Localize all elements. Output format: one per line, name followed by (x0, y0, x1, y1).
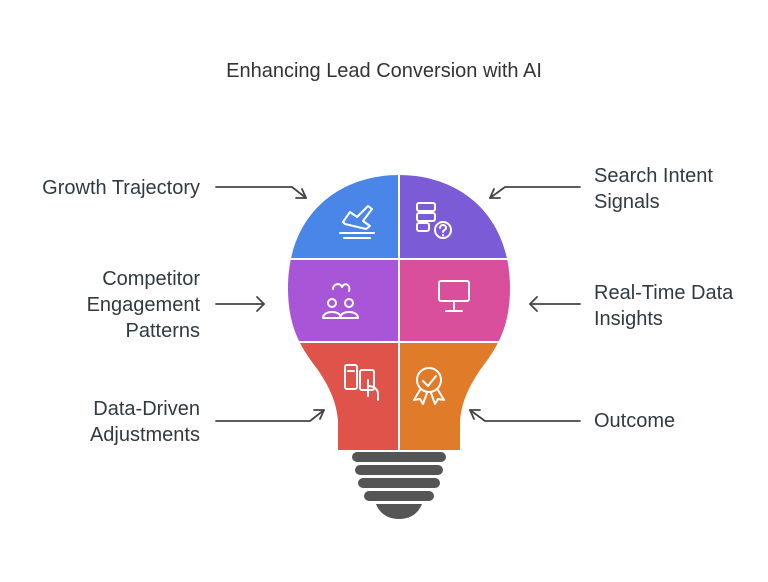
arrow-outcome (469, 409, 581, 422)
segment-competitor-engagement (288, 260, 398, 341)
arrow-search-intent (489, 186, 581, 199)
segment-data-driven (288, 343, 398, 450)
label-outcome: Outcome (594, 410, 676, 432)
server-question-icon (416, 202, 452, 239)
label-competitor-engagement: Competitor Engagement Patterns (86, 268, 200, 342)
label-search-intent: Search Intent Signals (594, 165, 713, 213)
page-title: Enhancing Lead Conversion with AI (226, 60, 542, 82)
arrows (215, 186, 581, 422)
award-badge-icon (413, 367, 445, 405)
devices-touch-icon (344, 364, 379, 401)
label-real-time-data: Real-Time Data Insights (594, 282, 734, 330)
arrow-competitor-engagement (215, 296, 265, 312)
segment-growth-trajectory (288, 175, 398, 258)
airplane-landing-icon (339, 205, 375, 239)
arrow-growth-trajectory (215, 186, 307, 199)
segment-outcome (400, 343, 510, 450)
users-connection-icon (322, 283, 359, 319)
arrow-data-driven (215, 409, 325, 422)
monitor-icon (438, 280, 470, 312)
label-growth-trajectory: Growth Trajectory (42, 177, 200, 199)
arrow-real-time-data (529, 296, 581, 312)
bulb-base (352, 452, 446, 519)
label-data-driven: Data-Driven Adjustments (89, 398, 200, 446)
